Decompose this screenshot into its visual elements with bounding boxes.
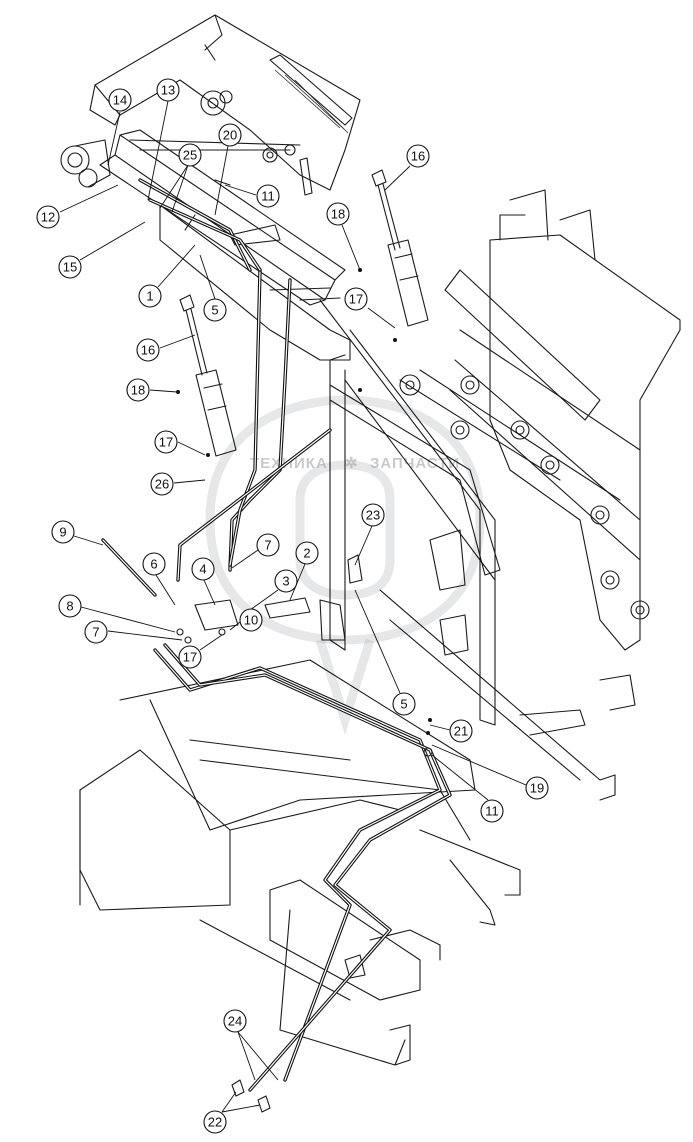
callout-label-11-upper: 11 — [261, 189, 275, 204]
callout-label-24: 24 — [228, 1014, 242, 1029]
callout-label-18-lower: 18 — [131, 383, 145, 398]
callout-label-18-upper: 18 — [331, 207, 345, 222]
callout-label-14: 14 — [113, 93, 127, 108]
callout-label-19: 19 — [530, 781, 544, 796]
callouts: 14 13 25 20 11 16 18 12 15 — [36, 78, 549, 1134]
callout-label-2: 2 — [303, 546, 310, 561]
hydraulic-cylinder-upper — [371, 169, 429, 327]
callout-label-11-lower: 11 — [485, 804, 499, 819]
callout-label-6: 6 — [150, 557, 157, 572]
callout-label-17-middle: 17 — [159, 435, 173, 450]
main-frame — [319, 189, 681, 726]
callout-label-20: 20 — [223, 128, 237, 143]
callout-label-9: 9 — [59, 525, 66, 540]
callout-label-4: 4 — [199, 562, 206, 577]
hydraulic-hoses — [101, 178, 452, 1092]
callout-label-7-lower: 7 — [92, 625, 99, 640]
callout-label-7-upper: 7 — [264, 538, 271, 553]
callout-label-23: 23 — [366, 508, 380, 523]
callout-label-22: 22 — [208, 1115, 222, 1130]
callout-label-16-lower: 16 — [141, 343, 155, 358]
callout-label-15: 15 — [63, 260, 77, 275]
callout-label-10: 10 — [244, 613, 258, 628]
callout-label-5-lower: 5 — [400, 697, 407, 712]
callout-label-25: 25 — [183, 148, 197, 163]
watermark-right-word: ЗАПЧАСТИ — [370, 455, 460, 472]
callout-label-3: 3 — [282, 574, 289, 589]
upper-frame-assembly — [60, 14, 361, 361]
callout-label-17-lower: 17 — [183, 650, 197, 665]
callout-label-1: 1 — [146, 289, 153, 304]
callout-label-26: 26 — [155, 477, 169, 492]
callout-label-21: 21 — [454, 724, 468, 739]
watermark-gear-icon: ✲ — [345, 455, 359, 472]
callout-label-17-upper: 17 — [349, 292, 363, 307]
callout-label-16-upper: 16 — [411, 149, 425, 164]
callout-circle — [108, 88, 132, 112]
valve-block — [176, 268, 433, 1113]
callout-label-13: 13 — [161, 83, 175, 98]
callout-label-12: 12 — [41, 210, 55, 225]
hydraulic-cylinder-lower — [176, 294, 237, 457]
callout-label-8: 8 — [66, 599, 73, 614]
callout-label-5-upper: 5 — [211, 303, 218, 318]
